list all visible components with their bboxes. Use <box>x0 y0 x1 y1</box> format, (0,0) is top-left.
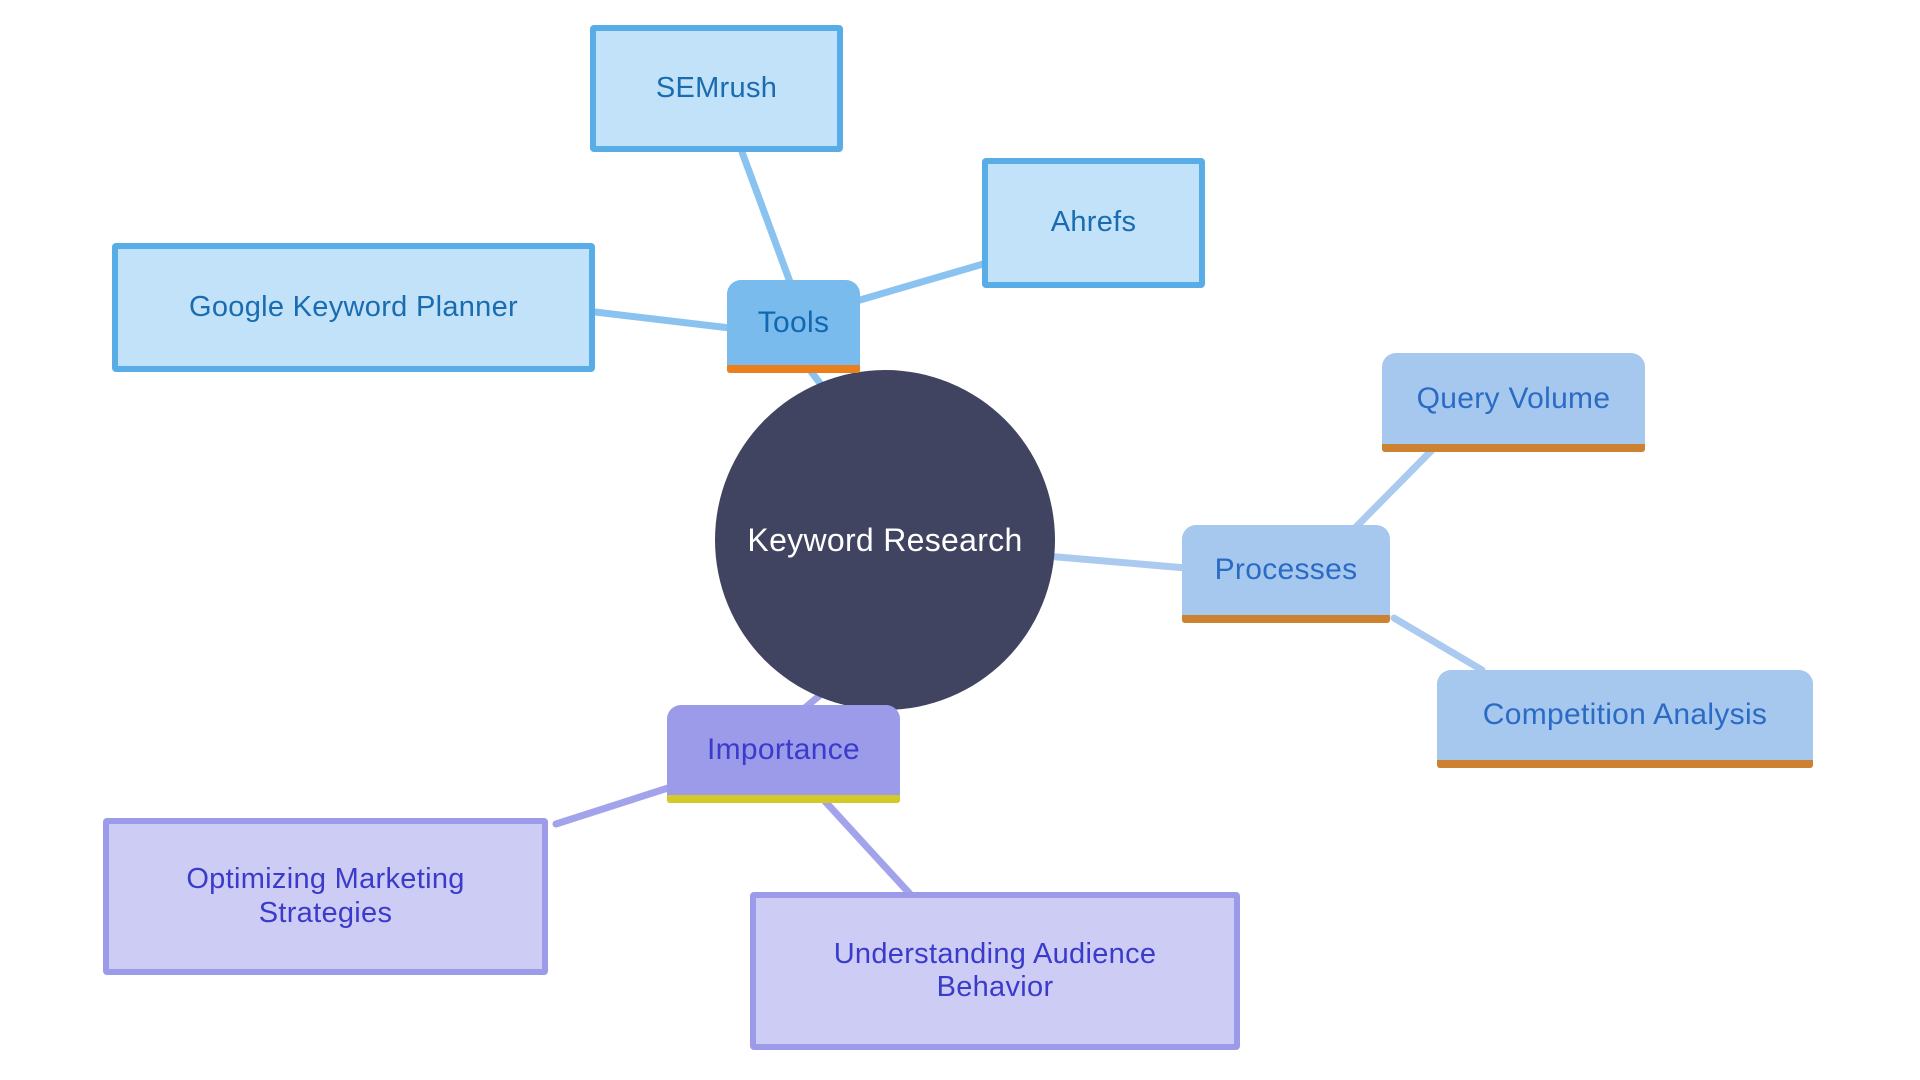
leaf-node-optimizing-marketing-strategies: Optimizing Marketing Strategies <box>103 818 548 975</box>
connector-center-processes <box>1042 552 1190 572</box>
center-node-keyword-research: Keyword Research <box>715 370 1055 710</box>
branch-node-tools: Tools <box>727 280 860 373</box>
competition-analysis-accent-bar <box>1437 760 1813 768</box>
connector-tools-ahrefs <box>856 258 994 304</box>
leaf-node-semrush: SEMrush <box>590 25 843 152</box>
processes-accent-bar <box>1182 615 1390 623</box>
center-node-label: Keyword Research <box>747 521 1023 558</box>
leaf-node-query-volume-label: Query Volume <box>1416 381 1611 415</box>
leaf-node-competition-analysis: Competition Analysis <box>1437 670 1813 768</box>
branch-node-processes-label: Processes <box>1214 553 1358 586</box>
branch-node-processes: Processes <box>1182 525 1390 623</box>
connector-importance-oms <box>552 784 672 828</box>
connector-processes-queryvolume <box>1352 446 1436 531</box>
connector-tools-semrush <box>738 148 794 286</box>
importance-accent-bar <box>667 795 900 803</box>
leaf-node-ahrefs: Ahrefs <box>982 158 1205 288</box>
branch-node-importance-label: Importance <box>706 733 861 766</box>
branch-node-tools-label: Tools <box>757 305 830 339</box>
leaf-node-query-volume: Query Volume <box>1382 353 1645 452</box>
leaf-node-understanding-audience-behavior: Understanding Audience Behavior <box>750 892 1240 1050</box>
leaf-node-ahrefs-label: Ahrefs <box>1050 206 1137 239</box>
leaf-node-understanding-audience-behavior-label: Understanding Audience Behavior <box>833 937 1157 1003</box>
connector-importance-uab <box>818 794 914 898</box>
leaf-node-optimizing-marketing-strategies-label: Optimizing Marketing Strategies <box>186 863 465 929</box>
leaf-node-google-keyword-planner: Google Keyword Planner <box>112 243 595 372</box>
tools-accent-bar <box>727 365 860 373</box>
branch-node-importance: Importance <box>667 705 900 803</box>
leaf-node-google-keyword-planner-label: Google Keyword Planner <box>188 290 518 323</box>
leaf-node-semrush-label: SEMrush <box>655 71 778 104</box>
connector-processes-competition <box>1390 614 1486 674</box>
query-volume-accent-bar <box>1382 444 1645 452</box>
connector-tools-gkp <box>591 308 734 332</box>
leaf-node-competition-analysis-label: Competition Analysis <box>1482 698 1768 731</box>
